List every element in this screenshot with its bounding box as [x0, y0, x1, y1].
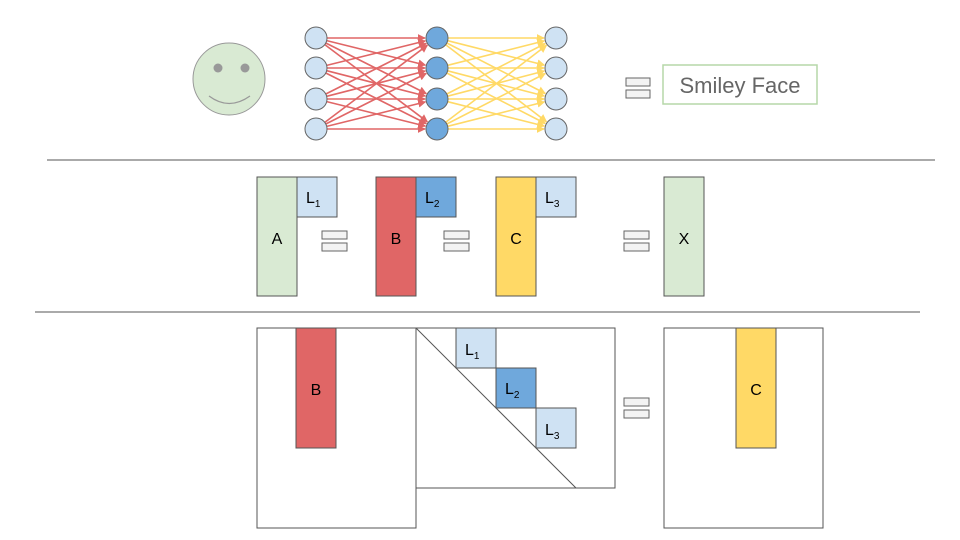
connection-arrow — [325, 72, 428, 125]
block-l2-label: L2 — [505, 381, 520, 401]
output-label-text: Smiley Face — [679, 73, 800, 98]
connection-arrow — [326, 38, 427, 67]
result-matrix-c-label: C — [750, 382, 762, 399]
connection-arrow — [325, 42, 428, 95]
output-neuron — [544, 117, 568, 141]
connection-arrow — [324, 44, 429, 124]
block-l2 — [495, 367, 537, 409]
connection-arrow — [326, 99, 427, 128]
output-neuron — [544, 87, 568, 111]
input-neuron — [304, 117, 328, 141]
matrix-x: X — [663, 176, 705, 297]
hidden-neuron — [425, 87, 449, 111]
output-label-box: Smiley Face — [662, 64, 818, 105]
connection-arrow — [446, 42, 547, 95]
result-matrix-c-block — [735, 327, 777, 449]
matrix-b: B — [375, 176, 417, 297]
hidden-output-connections — [445, 34, 548, 133]
block-diagonal-matrix: L1 L2 L3 — [415, 327, 616, 489]
l3-label: L3 — [545, 190, 560, 210]
matrix-c-label: C — [510, 231, 522, 248]
matrix-a-label: A — [272, 231, 283, 248]
hidden-layer — [425, 26, 449, 141]
matrix-l1: L1 — [296, 176, 338, 218]
equals-sign — [623, 397, 650, 419]
equals-sign — [623, 230, 650, 252]
connection-arrow — [447, 99, 546, 128]
left-matrix: B — [256, 327, 417, 529]
equals-sign — [443, 230, 470, 252]
output-neuron — [544, 26, 568, 50]
connection-arrow — [446, 72, 547, 125]
left-matrix-b-block — [295, 327, 337, 449]
block-l1-label: L1 — [465, 342, 480, 362]
output-layer — [544, 26, 568, 141]
matrix-l3: L3 — [535, 176, 577, 218]
block-l1 — [455, 327, 497, 369]
matrix-b-label: B — [391, 231, 402, 248]
matrix-c: C — [495, 176, 537, 297]
input-neuron — [304, 56, 328, 80]
block-l3 — [535, 407, 577, 449]
hidden-neuron — [425, 26, 449, 50]
matrix-a: A — [256, 176, 298, 297]
input-neuron — [304, 26, 328, 50]
input-layer — [304, 26, 328, 141]
hidden-neuron — [425, 117, 449, 141]
output-neuron — [544, 56, 568, 80]
matrix-l2: L2 — [415, 176, 457, 218]
smiley-face-icon — [192, 42, 266, 116]
l2-label: L2 — [425, 190, 440, 210]
equals-sign — [321, 230, 348, 252]
l1-label: L1 — [306, 190, 321, 210]
input-neuron — [304, 87, 328, 111]
connection-arrow — [447, 38, 546, 67]
block-l3-label: L3 — [545, 422, 560, 442]
connection-arrow — [445, 44, 548, 123]
equals-sign — [625, 77, 651, 99]
hidden-neuron — [425, 56, 449, 80]
left-matrix-b-label: B — [311, 382, 322, 399]
input-hidden-connections — [324, 34, 429, 133]
result-matrix: C — [663, 327, 824, 529]
matrix-x-label: X — [679, 231, 690, 248]
